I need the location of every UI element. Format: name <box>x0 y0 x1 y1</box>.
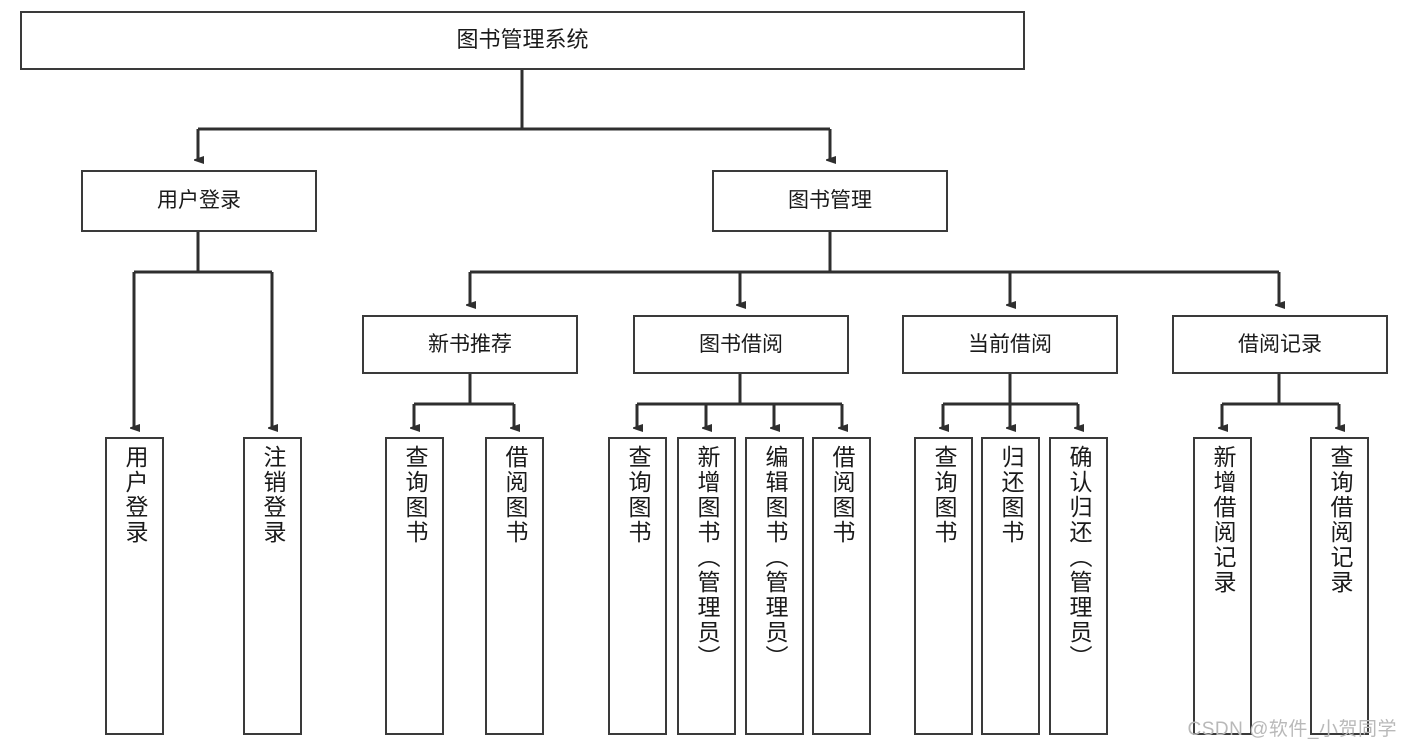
node-leaf-add-book-label: 新增图书（管理员） <box>694 445 720 670</box>
node-leaf-logout-login-label: 注销登录 <box>260 445 286 545</box>
node-current-borrow-label: 当前借阅 <box>968 332 1052 356</box>
node-borrow-record[interactable]: 借阅记录 <box>1172 315 1388 374</box>
node-leaf-edit-book[interactable]: 编辑图书（管理员） <box>745 437 804 735</box>
node-leaf-add-book[interactable]: 新增图书（管理员） <box>677 437 736 735</box>
node-leaf-confirm-return[interactable]: 确认归还（管理员） <box>1049 437 1108 735</box>
node-root[interactable]: 图书管理系统 <box>20 11 1025 70</box>
node-new-book-rec-label: 新书推荐 <box>428 332 512 356</box>
node-leaf-add-record[interactable]: 新增借阅记录 <box>1193 437 1252 735</box>
node-leaf-borrow-book-1[interactable]: 借阅图书 <box>485 437 544 735</box>
node-leaf-borrow-book-2[interactable]: 借阅图书 <box>812 437 871 735</box>
node-user-login[interactable]: 用户登录 <box>81 170 317 232</box>
node-leaf-borrow-book-1-label: 借阅图书 <box>502 445 528 545</box>
node-leaf-user-login[interactable]: 用户登录 <box>105 437 164 735</box>
node-leaf-return-book[interactable]: 归还图书 <box>981 437 1040 735</box>
node-leaf-query-book-2-label: 查询图书 <box>625 445 651 545</box>
node-leaf-add-record-label: 新增借阅记录 <box>1210 445 1236 595</box>
node-leaf-confirm-return-label: 确认归还（管理员） <box>1066 445 1092 670</box>
node-leaf-return-book-label: 归还图书 <box>998 445 1024 545</box>
node-leaf-query-book-3-label: 查询图书 <box>931 445 957 545</box>
node-leaf-user-login-label: 用户登录 <box>122 445 148 545</box>
node-leaf-query-book-3[interactable]: 查询图书 <box>914 437 973 735</box>
node-root-label: 图书管理系统 <box>456 27 589 53</box>
watermark-text: CSDN @软件_小贺同学 <box>1187 719 1397 740</box>
node-leaf-query-book-2[interactable]: 查询图书 <box>608 437 667 735</box>
node-borrow-record-label: 借阅记录 <box>1238 332 1322 356</box>
node-leaf-logout-login[interactable]: 注销登录 <box>243 437 302 735</box>
node-new-book-rec[interactable]: 新书推荐 <box>362 315 578 374</box>
node-leaf-query-book-1[interactable]: 查询图书 <box>385 437 444 735</box>
node-leaf-borrow-book-2-label: 借阅图书 <box>829 445 855 545</box>
node-leaf-edit-book-label: 编辑图书（管理员） <box>762 445 788 670</box>
node-user-login-label: 用户登录 <box>157 189 241 213</box>
node-book-borrow[interactable]: 图书借阅 <box>633 315 849 374</box>
node-current-borrow[interactable]: 当前借阅 <box>902 315 1118 374</box>
node-leaf-query-record[interactable]: 查询借阅记录 <box>1310 437 1369 735</box>
node-book-manage-label: 图书管理 <box>788 189 872 213</box>
node-book-manage[interactable]: 图书管理 <box>712 170 948 232</box>
node-leaf-query-book-1-label: 查询图书 <box>402 445 428 545</box>
node-book-borrow-label: 图书借阅 <box>699 332 783 356</box>
node-leaf-query-record-label: 查询借阅记录 <box>1327 445 1353 595</box>
